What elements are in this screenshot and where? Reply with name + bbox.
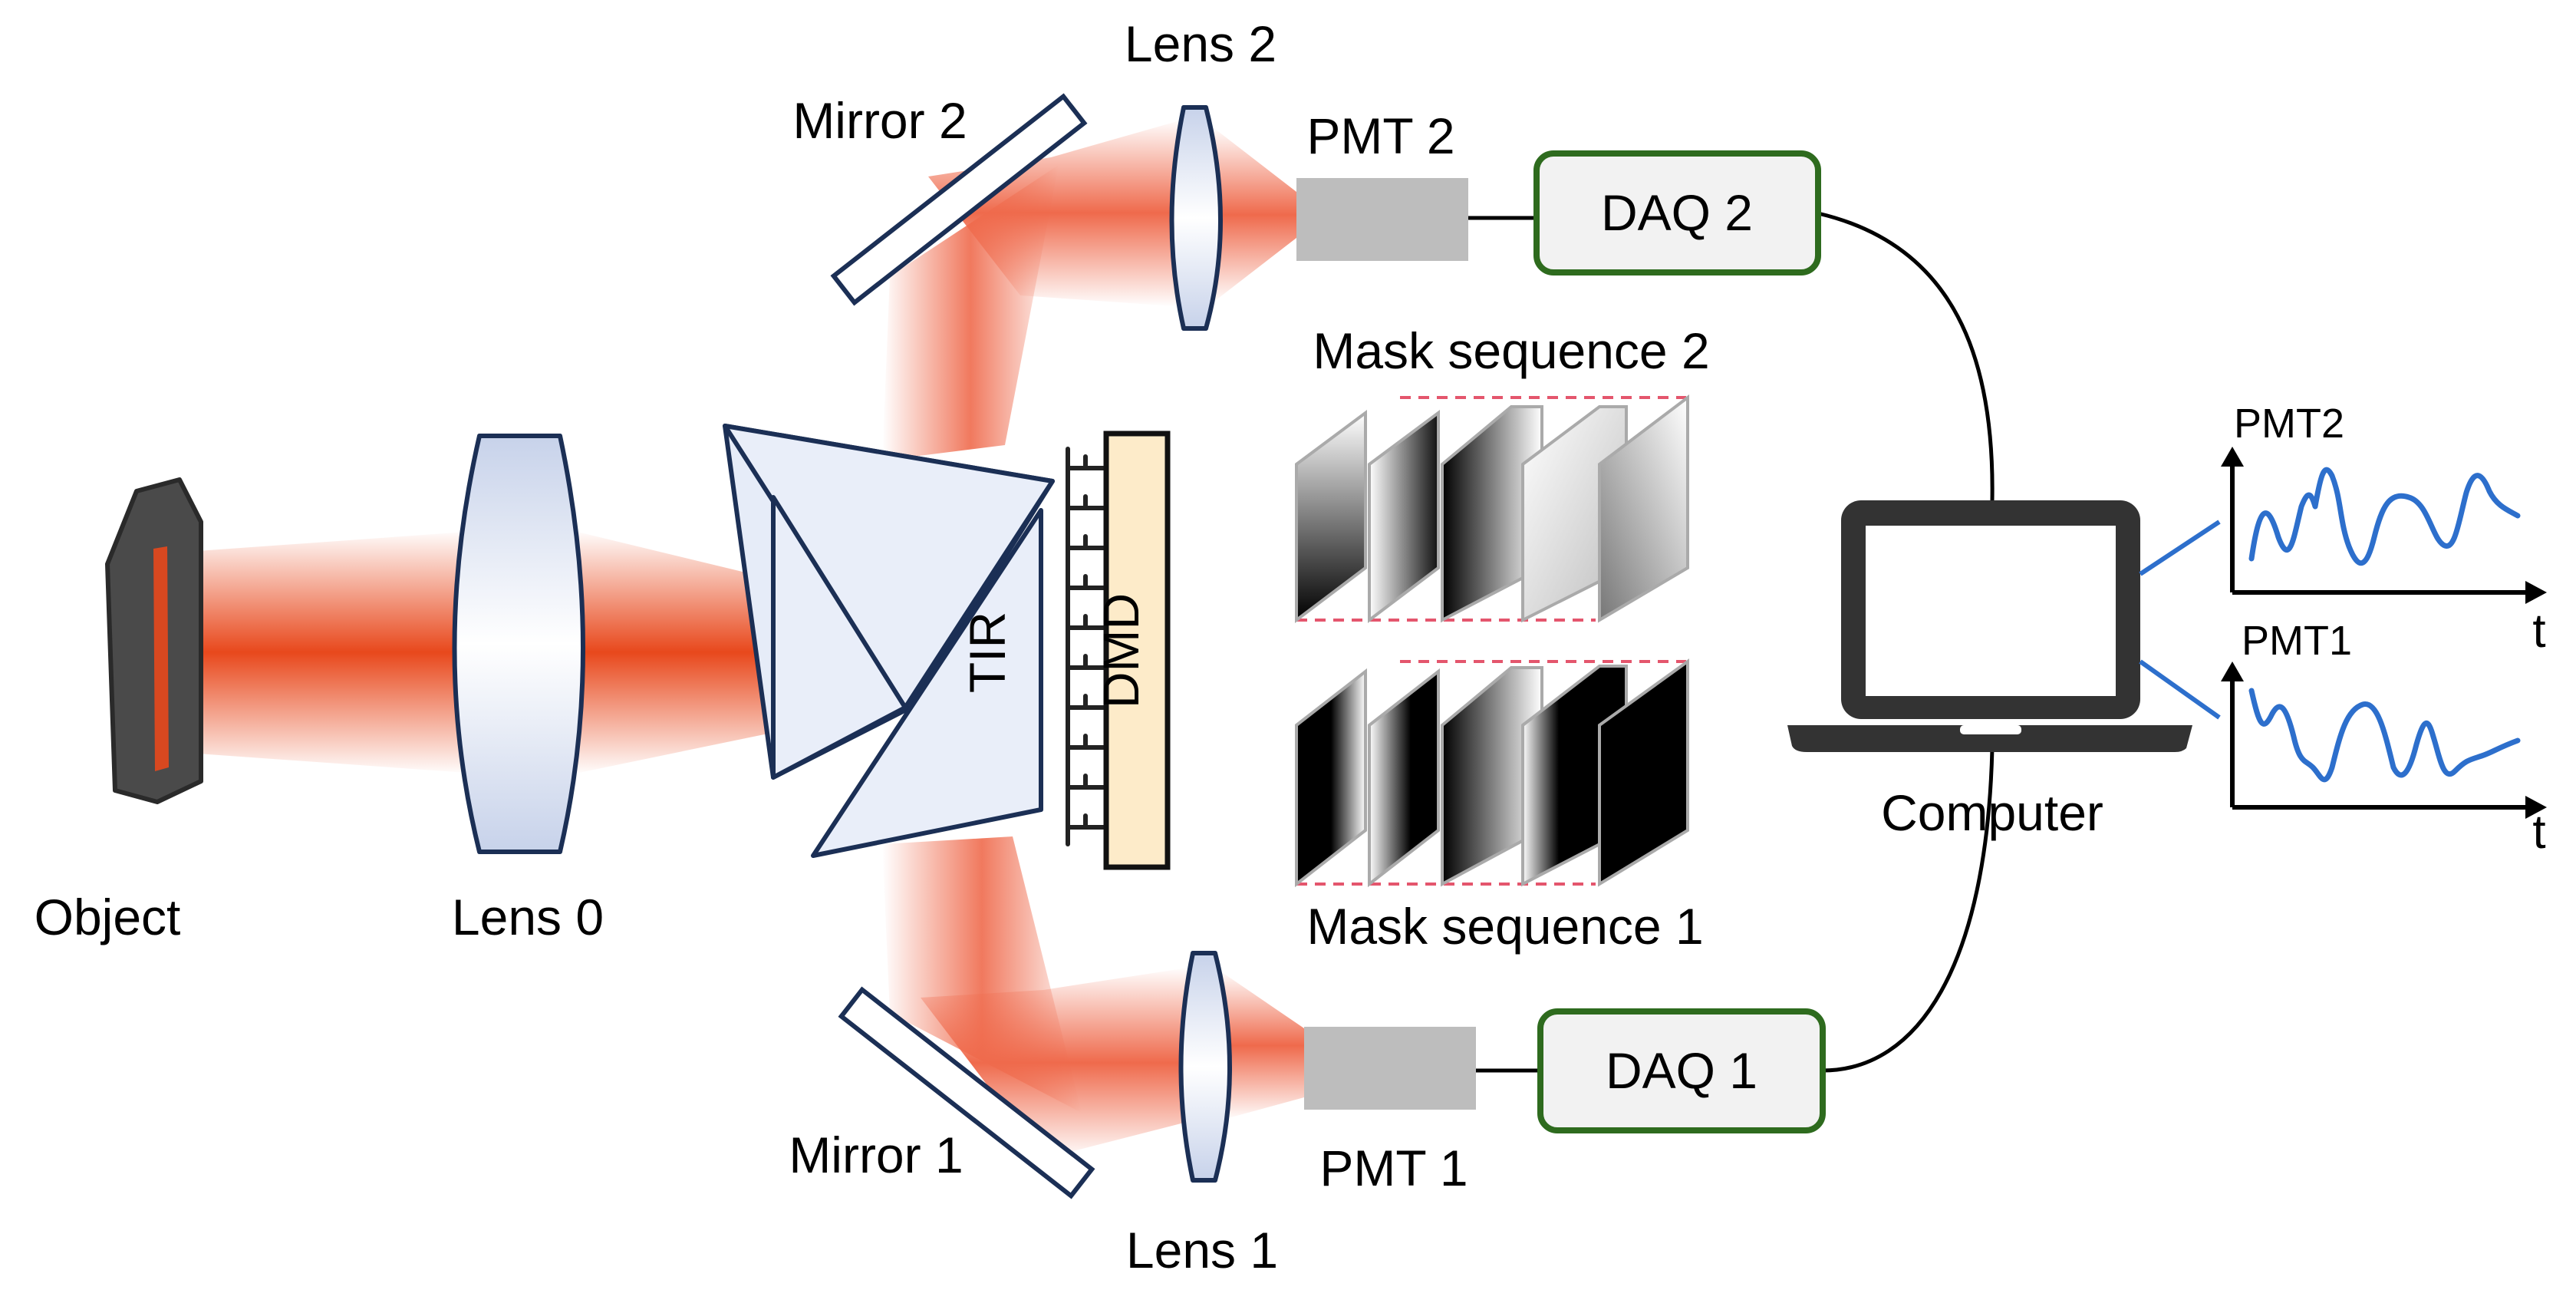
mask-sequence-2: [1295, 394, 1689, 624]
dmd-micromirrors: [1066, 447, 1107, 846]
mask-1a: [1295, 668, 1367, 888]
cables: [1468, 211, 1995, 1073]
lens-1: [1178, 951, 1232, 1183]
daq-2-label: DAQ 2: [1601, 184, 1753, 241]
light-beams: [176, 119, 1304, 1159]
mask-1b: [1368, 668, 1440, 888]
mirror-1: [838, 986, 1095, 1199]
beam-object-to-lens0: [176, 530, 499, 775]
object-label: Object: [35, 889, 181, 945]
pmt-2: [1296, 178, 1468, 261]
mask-1e: [1598, 658, 1689, 887]
tir-label: TIR: [959, 612, 1016, 693]
dmd-panel: [1103, 431, 1171, 870]
lens-0: [452, 434, 585, 854]
object-slide-icon: [105, 477, 203, 804]
beam-lens0-to-tir: [568, 530, 790, 775]
beam-mirror1-to-lens1: [921, 967, 1193, 1159]
pmt1-signal-plot: [2221, 661, 2547, 819]
mask-2a: [1295, 410, 1367, 624]
beam-lens2-to-pmt2: [1212, 127, 1296, 303]
mirror-2: [830, 93, 1088, 306]
pmt2-time-axis-label: t: [2532, 605, 2545, 658]
mirror-2-label: Mirror 2: [792, 92, 967, 149]
mask-sequence-2-label: Mask sequence 2: [1313, 322, 1709, 379]
pmt2-signal-plot: [2221, 447, 2547, 604]
pmt1-trace: [2248, 688, 2521, 783]
pmt2-trace: [2248, 467, 2521, 566]
mask-2b: [1368, 410, 1440, 624]
mask-sequence-1: [1295, 658, 1689, 888]
lens-2-label: Lens 2: [1125, 15, 1276, 72]
pmt1-time-axis-label: t: [2532, 806, 2545, 859]
pmt-1-label: PMT 1: [1319, 1140, 1468, 1196]
daq-2: [1533, 150, 1821, 275]
dmd-label: DMD: [1092, 593, 1149, 708]
daq-1-label: DAQ 1: [1606, 1042, 1757, 1099]
mask-sequence-1-label: Mask sequence 1: [1306, 898, 1703, 955]
pmt-2-label: PMT 2: [1306, 107, 1454, 164]
pmt2-plot-label: PMT2: [2234, 401, 2344, 447]
lens-2: [1169, 105, 1223, 331]
mask-2e: [1598, 394, 1689, 623]
daq-1: [1537, 1008, 1826, 1133]
beam-lens1-to-pmt1: [1220, 971, 1304, 1120]
signal-connectors: [2139, 520, 2221, 720]
tir-prism: [723, 424, 1055, 858]
computer-label: Computer: [1881, 784, 2103, 841]
mirror-1-label: Mirror 1: [789, 1127, 963, 1183]
pmt1-plot-label: PMT1: [2242, 618, 2352, 664]
beam-mirror2-to-lens2: [928, 119, 1185, 307]
pmt-1: [1304, 1027, 1476, 1110]
lens-1-label: Lens 1: [1126, 1222, 1278, 1278]
lens-0-label: Lens 0: [452, 889, 604, 945]
laptop-icon: [1787, 500, 2192, 752]
